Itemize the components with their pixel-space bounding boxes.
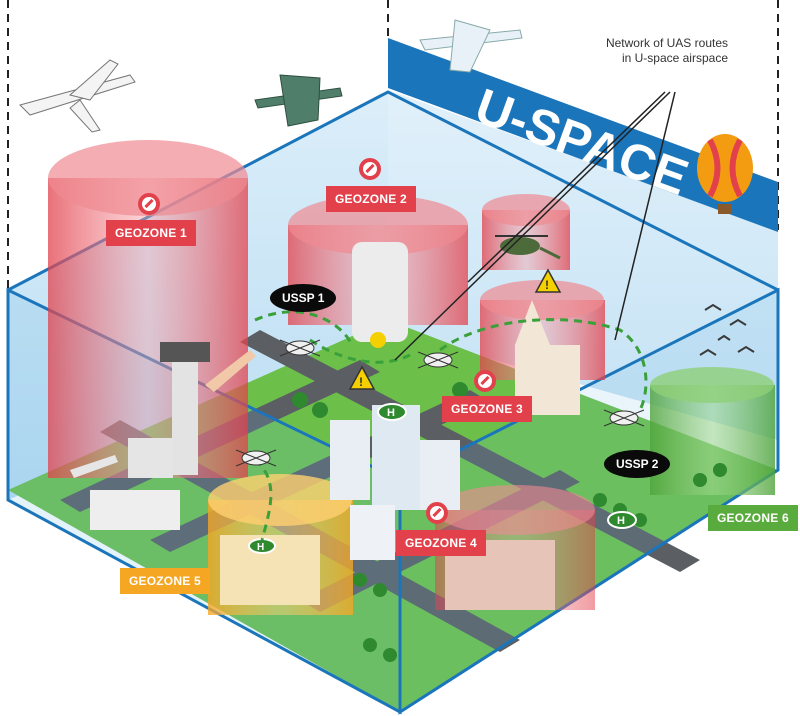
drone-icon — [279, 339, 321, 357]
svg-text:H: H — [257, 542, 264, 553]
airspace-boundary-lines — [7, 0, 779, 330]
drone-icon — [235, 449, 277, 467]
airplane-icon — [419, 19, 523, 73]
callout-pointer-lines — [394, 91, 676, 361]
nuclear-cooling-tower — [352, 242, 408, 342]
geozone-4-label: GEOZONE 4 — [396, 530, 486, 556]
warning-icon: ! — [348, 365, 376, 390]
airplane-icon — [70, 455, 118, 478]
hangar — [90, 490, 180, 530]
warning-icon: ! — [534, 268, 562, 293]
ussp-2-label: USSP 2 — [604, 450, 671, 478]
airplane-icon — [19, 59, 136, 133]
svg-text:H: H — [387, 407, 395, 419]
geozone-1-label: GEOZONE 1 — [106, 220, 196, 246]
office-tower — [372, 405, 420, 510]
ussp-1-label: USSP 1 — [270, 284, 337, 312]
no-entry-icon — [138, 193, 160, 215]
geozone-1-cylinder — [48, 140, 248, 478]
helipad-icon: H — [248, 538, 276, 554]
no-entry-icon — [359, 158, 381, 180]
svg-text:!: ! — [359, 375, 363, 389]
hot-air-balloon-icon — [697, 134, 753, 214]
trees — [292, 382, 727, 662]
callout-text: Network of UAS routes in U-space airspac… — [605, 36, 728, 65]
svg-text:H: H — [617, 515, 625, 527]
geozone-3-label: GEOZONE 3 — [442, 396, 532, 422]
no-entry-icon — [426, 502, 448, 524]
geozone-2-label: GEOZONE 2 — [326, 186, 416, 212]
no-entry-icon — [474, 370, 496, 392]
helipad-icon: H — [607, 511, 637, 529]
geozone-6-cylinder — [650, 367, 775, 495]
u-space-banner — [388, 38, 778, 232]
terminal — [128, 438, 173, 478]
geozone-6-label: GEOZONE 6 — [708, 505, 798, 531]
radiation-icon — [370, 332, 386, 348]
airplane-icon — [205, 350, 256, 392]
drone-routes — [254, 310, 648, 541]
helipad-icon: H — [377, 403, 407, 421]
airplane-icon — [254, 74, 343, 127]
control-tower — [172, 355, 198, 475]
drone-icon — [417, 351, 459, 369]
bird-icon — [699, 303, 755, 356]
geozone-5-label: GEOZONE 5 — [120, 568, 210, 594]
svg-text:!: ! — [545, 278, 549, 292]
drone-icon — [603, 409, 645, 427]
